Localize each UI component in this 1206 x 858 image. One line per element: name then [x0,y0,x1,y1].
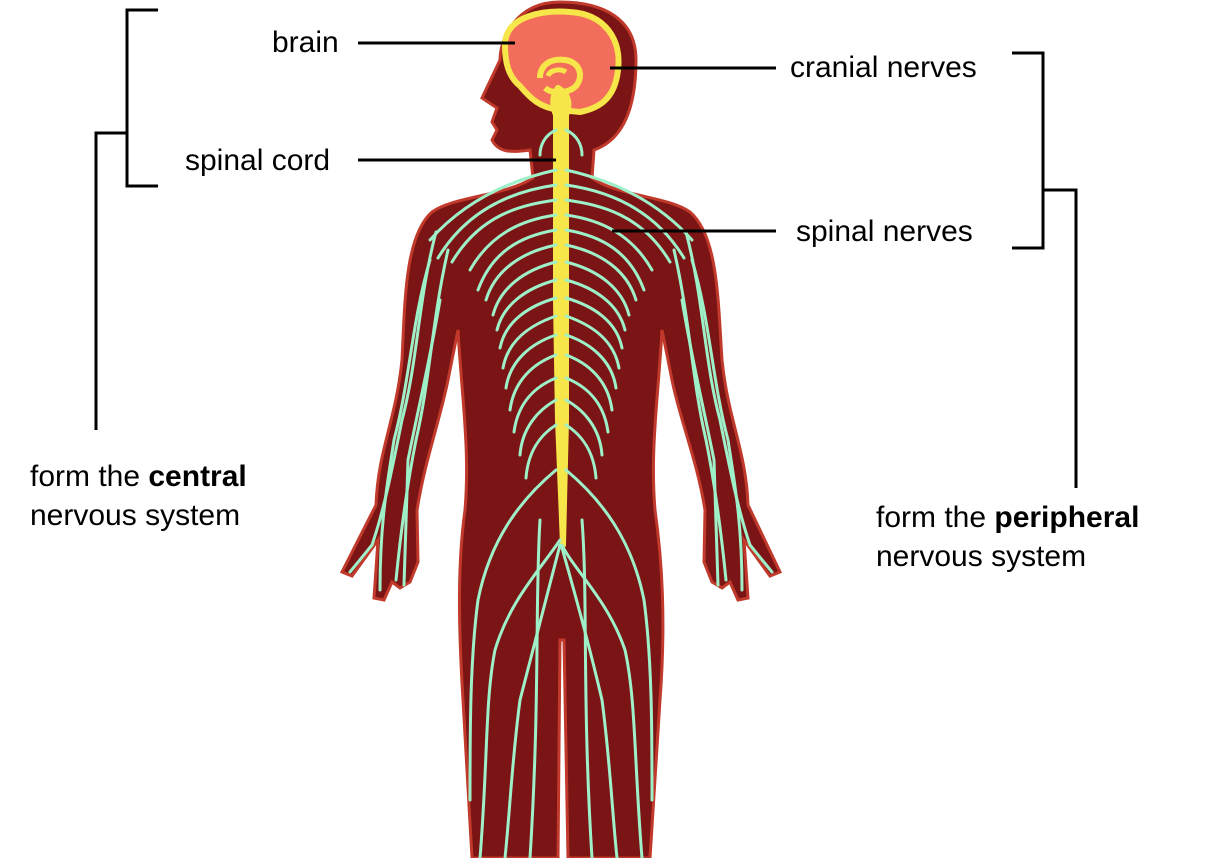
cranial-nerves-label: cranial nerves [790,53,977,83]
peripheral-prefix: form the [876,501,994,534]
central-prefix: form the [30,460,148,493]
spinal-cord-label: spinal cord [185,146,330,176]
peripheral-line2: nervous system [876,537,1139,576]
central-nervous-system-label: form the central nervous system [30,457,247,535]
peripheral-bold: peripheral [994,501,1139,534]
peripheral-nervous-system-label: form the peripheral nervous system [876,498,1139,576]
peripheral-bracket [1012,53,1076,488]
brain-label: brain [272,28,339,58]
spinal-nerves-label: spinal nerves [796,217,973,247]
central-bracket [96,10,158,430]
central-line2: nervous system [30,496,247,535]
central-bold: central [148,460,246,493]
